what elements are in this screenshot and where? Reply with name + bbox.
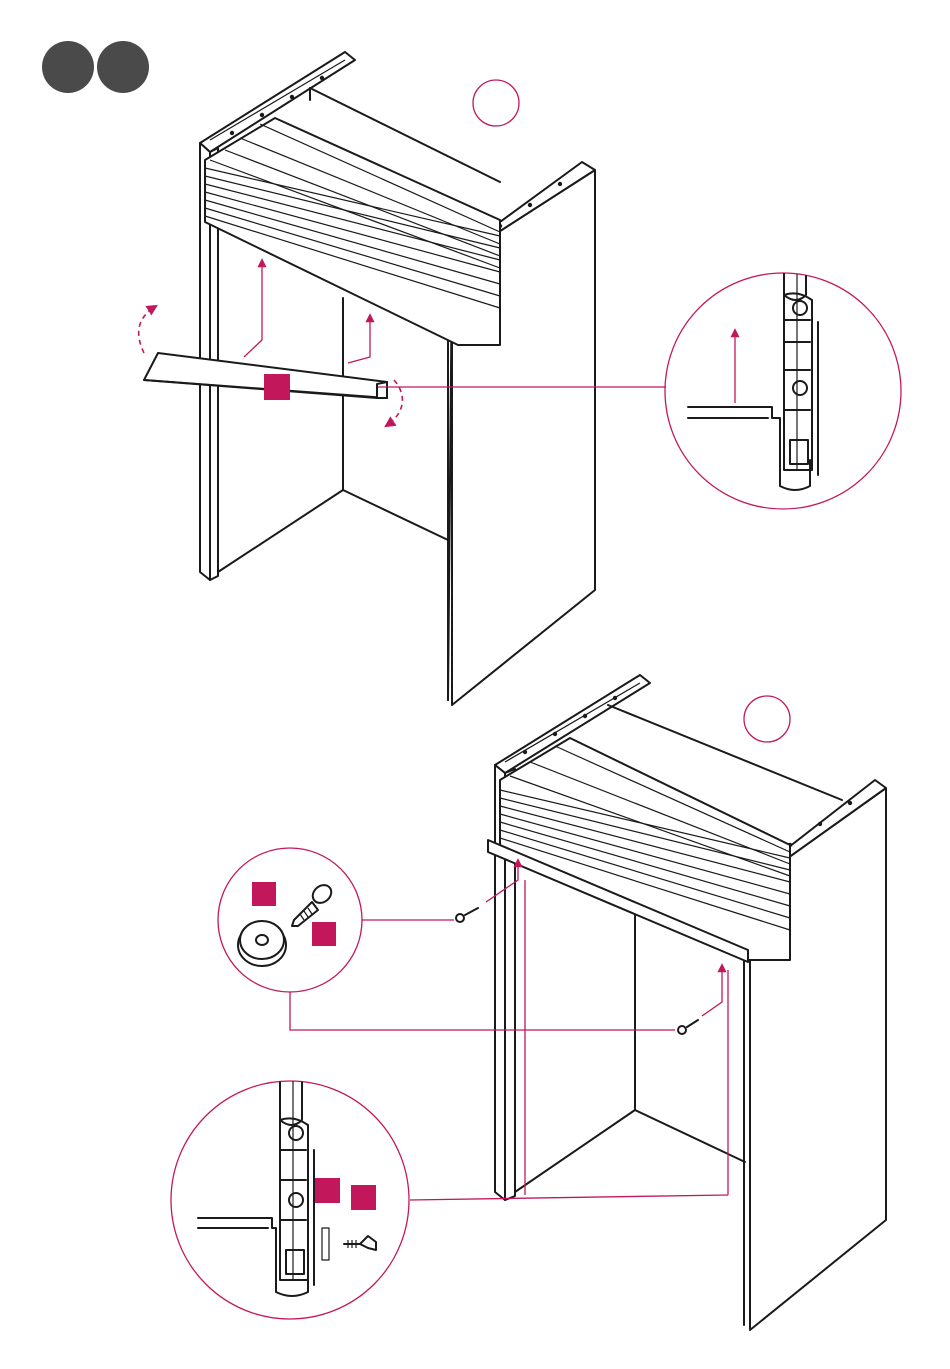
step-1 [139, 52, 901, 705]
step-2 [171, 675, 886, 1330]
marker-square [351, 1185, 376, 1210]
marker-square [264, 374, 290, 400]
screw-icon [344, 1236, 376, 1250]
detail-callout-2 [171, 1075, 409, 1319]
step-badge-icon [42, 41, 149, 93]
rotate-arrow-icon [139, 306, 156, 353]
cabinet-2 [290, 675, 886, 1330]
dowel-icon [322, 1228, 329, 1260]
screw-icon [292, 881, 335, 926]
marker-square [252, 882, 276, 906]
washer-icon [238, 921, 286, 966]
marker-square [315, 1178, 340, 1203]
step-1-number-circle [473, 80, 519, 126]
washer-icon [456, 908, 478, 922]
marker-square [312, 922, 336, 946]
step-2-number-circle [744, 696, 790, 742]
washer-icon [678, 1020, 698, 1034]
detail-callout-1 [665, 260, 901, 509]
hardware-callout [218, 848, 362, 992]
cabinet-1 [139, 52, 666, 705]
